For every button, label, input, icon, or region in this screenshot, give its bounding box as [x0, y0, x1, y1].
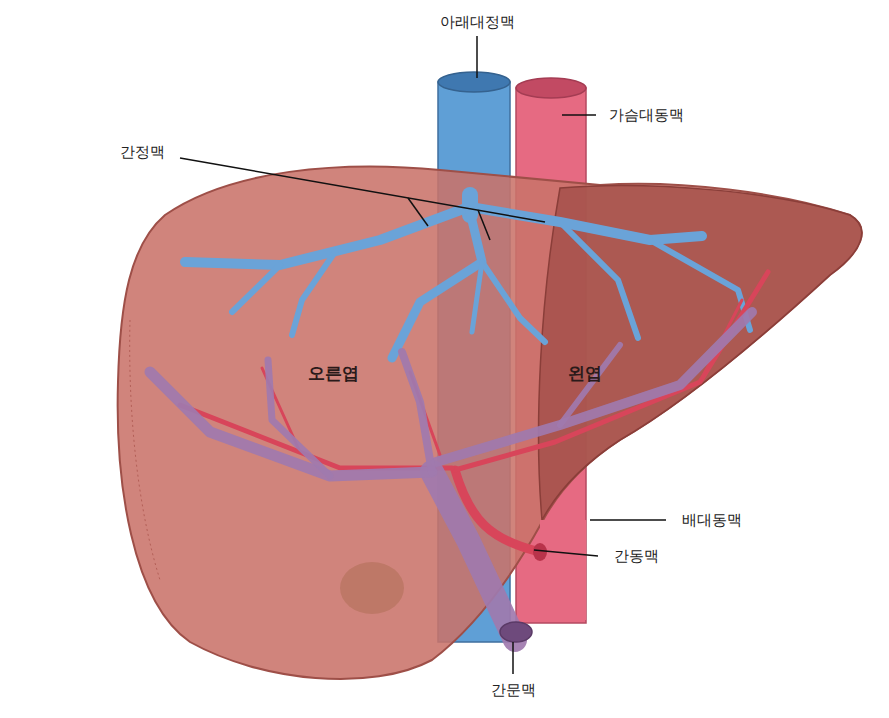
- leader-line: [534, 550, 598, 556]
- leader-line: [478, 210, 490, 240]
- portal-vein: [150, 312, 752, 640]
- part-label: 아래대정맥: [440, 13, 515, 31]
- hepatic-artery: [180, 272, 768, 552]
- portal-trunk: [432, 472, 515, 640]
- vein: [482, 262, 545, 342]
- leader-line: [590, 519, 666, 521]
- aorta-opening: [516, 78, 586, 98]
- leader-line: [408, 198, 428, 226]
- lobe-label: 오른엽: [308, 363, 359, 383]
- part-label: 가슴대동맥: [609, 106, 684, 124]
- artery-end: [533, 543, 547, 561]
- vein: [476, 208, 702, 240]
- vein: [232, 265, 280, 312]
- vein: [472, 262, 482, 332]
- portal-branch: [436, 312, 752, 462]
- leader-lines: [180, 36, 666, 674]
- vein: [292, 252, 335, 335]
- part-label: 간동맥: [614, 547, 659, 565]
- hepatic-veins: [185, 195, 750, 358]
- vein: [560, 222, 638, 338]
- portal-branch: [150, 372, 432, 476]
- portal-opening: [500, 622, 532, 642]
- portal-branch: [402, 352, 432, 472]
- leader-line: [476, 36, 478, 78]
- abdominal-aorta: [540, 520, 586, 620]
- part-label: 간정맥: [120, 143, 165, 161]
- liver-right-lobe: [118, 166, 862, 679]
- vena-cava-opening: [438, 72, 510, 92]
- vein: [392, 212, 482, 358]
- liver-texture: [130, 320, 160, 580]
- portal-branch: [560, 345, 620, 425]
- part-label: 배대동맥: [682, 511, 742, 529]
- leader-line: [512, 642, 514, 674]
- lobe-label: 왼엽: [568, 363, 602, 383]
- part-label: 간문맥: [491, 681, 536, 699]
- leader-line: [562, 114, 596, 116]
- leader-line: [180, 158, 545, 222]
- vein: [185, 208, 466, 265]
